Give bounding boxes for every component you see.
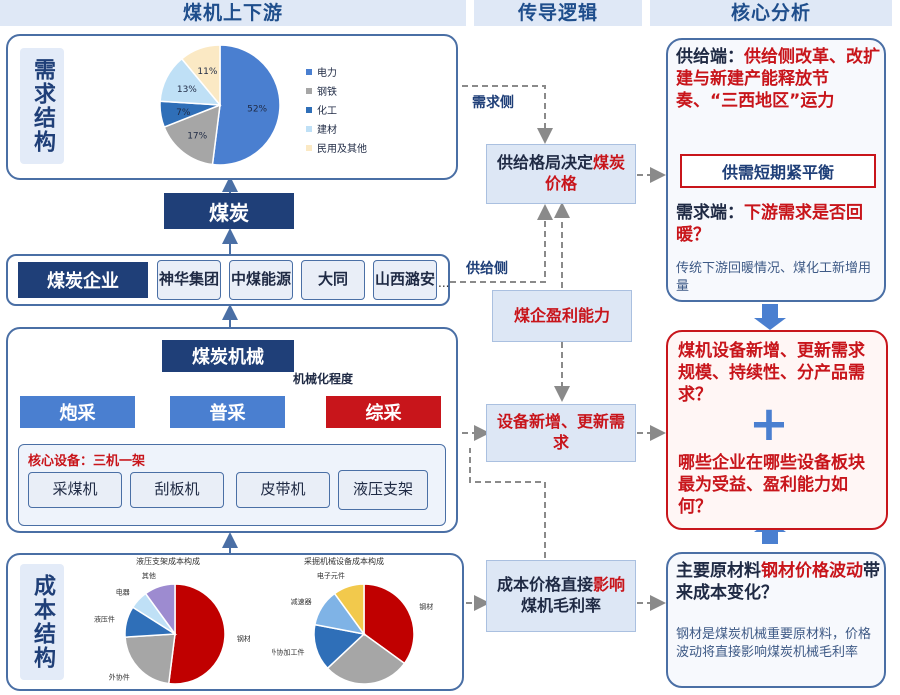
- demand-side-label: 需求侧: [472, 95, 514, 111]
- legend-label: 电力: [317, 68, 337, 79]
- legend-label: 民用及其他: [317, 144, 367, 155]
- legend-item: 民用及其他: [306, 138, 367, 157]
- core-item: 液压支架: [338, 470, 428, 510]
- pie-slice: [211, 44, 281, 166]
- cost-pie-label: 钢材: [419, 602, 433, 611]
- flow-coal-price-text: 供给格局决定: [496, 153, 593, 173]
- pie-slice: [180, 44, 221, 108]
- pie-slice-label: 13%: [177, 85, 197, 95]
- cost-pie-label: 外协件: [109, 672, 130, 681]
- mechanization-degree: 机械化程度: [293, 372, 354, 386]
- cost-analysis: 主要原材料钢材价格波动带来成本变化？: [676, 560, 880, 604]
- core-item: 采煤机: [28, 472, 122, 508]
- legend-swatch: [306, 125, 312, 132]
- legend-label: 建材: [317, 125, 337, 136]
- pie-slice: [326, 633, 406, 685]
- header-middle: 传导逻辑: [474, 0, 642, 26]
- enterprise-item: 山西潞安: [373, 260, 437, 300]
- cost-pie-label: 其他: [142, 571, 156, 580]
- cost-pie-label: 液压件: [94, 615, 115, 624]
- legend-swatch: [306, 87, 312, 94]
- flow-cost-prefix: 成本价格直接: [496, 575, 593, 595]
- demand-highlight: 下游需求是否回暖？: [676, 203, 863, 246]
- legend-item: 化工: [306, 100, 367, 119]
- core-item: 皮带机: [236, 472, 330, 508]
- plus-icon: +: [748, 396, 790, 452]
- core-item: 刮板机: [130, 472, 224, 508]
- legend-label: 化工: [317, 106, 337, 117]
- supply-highlight: 供给侧改革、改扩建与新建产能释放节奏、“三西地区”运力: [676, 47, 880, 112]
- cost-pie-mining: 钢材电动机外协加工件减速器电子元件: [272, 571, 433, 685]
- cost-label: 成本结构: [20, 564, 64, 680]
- flow-cost-highlight: 影响: [593, 575, 626, 595]
- flow-coal-price: 供给格局决定煤炭价格: [486, 144, 636, 204]
- enterprise-item: 中煤能源: [229, 260, 293, 300]
- pie-slice-label: 7%: [176, 108, 191, 118]
- cost-suffix: 带来成本变化？: [676, 561, 880, 604]
- legend-swatch: [306, 68, 312, 75]
- demand-prefix: 需求端：: [676, 203, 744, 223]
- legend-item: 钢铁: [306, 81, 367, 100]
- equipment-demand-question: 煤机设备新增、更新需求规模、持续性、分产品需求？: [678, 341, 865, 406]
- flow-equipment-demand-text: 设备新增、更新需求: [496, 412, 625, 452]
- supply-side-label: 供给侧: [466, 261, 508, 277]
- enterprises-label: 煤炭企业: [18, 262, 148, 298]
- pie-slice: [333, 583, 365, 637]
- legend-label: 钢铁: [317, 87, 337, 98]
- demand-label: 需求结构: [20, 48, 64, 164]
- pie-slice: [167, 583, 226, 685]
- pie-slice: [124, 633, 176, 685]
- flow-profitability-text: 煤企盈利能力: [513, 305, 610, 325]
- header-right: 核心分析: [650, 0, 892, 26]
- cost-pie-label: 电器: [116, 588, 130, 597]
- flow-equipment-demand: 设备新增、更新需求: [486, 404, 636, 462]
- supply-prefix: 供给端：: [676, 47, 744, 67]
- legend-swatch: [306, 106, 312, 113]
- beneficiary-question: 哪些企业在哪些设备板块最为受益、盈利能力如何？: [678, 453, 865, 518]
- header-left: 煤机上下游: [0, 0, 466, 26]
- cost-pie-label: 钢材: [237, 634, 250, 643]
- legend-item: 电力: [306, 62, 367, 81]
- pie-slice-label: 52%: [247, 104, 267, 114]
- balance-box: 供需短期紧平衡: [680, 154, 876, 188]
- mode-paocai: 炮采: [20, 396, 135, 428]
- pie-slice: [144, 583, 176, 637]
- flow-profitability: 煤企盈利能力: [492, 290, 632, 342]
- demand-legend: 电力钢铁化工建材民用及其他: [306, 62, 367, 157]
- pie-slice-label: 17%: [187, 131, 207, 141]
- cost-pie1-title: 液压支架成本构成: [136, 557, 200, 566]
- demand-note: 传统下游回暖情况、煤化工新增用量: [676, 261, 872, 294]
- flow-cost-margin: 成本价格直接影响煤机毛利率: [486, 560, 636, 632]
- core-equipment-label: 核心设备：三机一架: [28, 454, 146, 469]
- cost-pie2-title: 采掘机械设备成本构成: [304, 557, 384, 566]
- coal-box: 煤炭: [164, 193, 294, 229]
- analysis-core-questions-panel: [666, 330, 888, 530]
- cost-note: 钢材是煤炭机械重要原材料，价格波动将直接影响煤炭机械毛利率: [676, 627, 872, 660]
- analysis-cost-panel: [666, 552, 886, 688]
- flow-cost-suffix: 煤机毛利率: [520, 596, 601, 615]
- pie-slice-label: 11%: [197, 67, 217, 77]
- flow-coal-price-highlight: 煤炭价格: [544, 153, 626, 193]
- cost-pie-label: 外协加工件: [272, 647, 304, 656]
- pie-slice: [363, 583, 415, 665]
- enterprise-item: 大同: [301, 260, 365, 300]
- supply-analysis: 供给端：供给侧改革、改扩建与新建产能释放节奏、“三西地区”运力: [676, 46, 880, 112]
- mode-zongcai: 综采: [326, 396, 441, 428]
- demand-analysis: 需求端：下游需求是否回暖？: [676, 202, 880, 246]
- enterprises-more: ...: [438, 276, 450, 290]
- mode-pucai: 普采: [170, 396, 285, 428]
- legend-swatch: [306, 144, 312, 151]
- enterprise-item: 神华集团: [157, 260, 221, 300]
- demand-pie-chart: 52% 17% 7% 13%11%: [159, 44, 281, 166]
- machinery-label: 煤炭机械: [162, 340, 294, 372]
- pie-slice: [163, 103, 221, 166]
- cost-highlight: 钢材价格波动: [761, 561, 863, 581]
- cost-prefix: 主要原材料: [676, 561, 761, 581]
- cost-pie-label: 电子元件: [317, 571, 345, 580]
- cost-pie-label: 减速器: [291, 597, 312, 606]
- legend-item: 建材: [306, 119, 367, 138]
